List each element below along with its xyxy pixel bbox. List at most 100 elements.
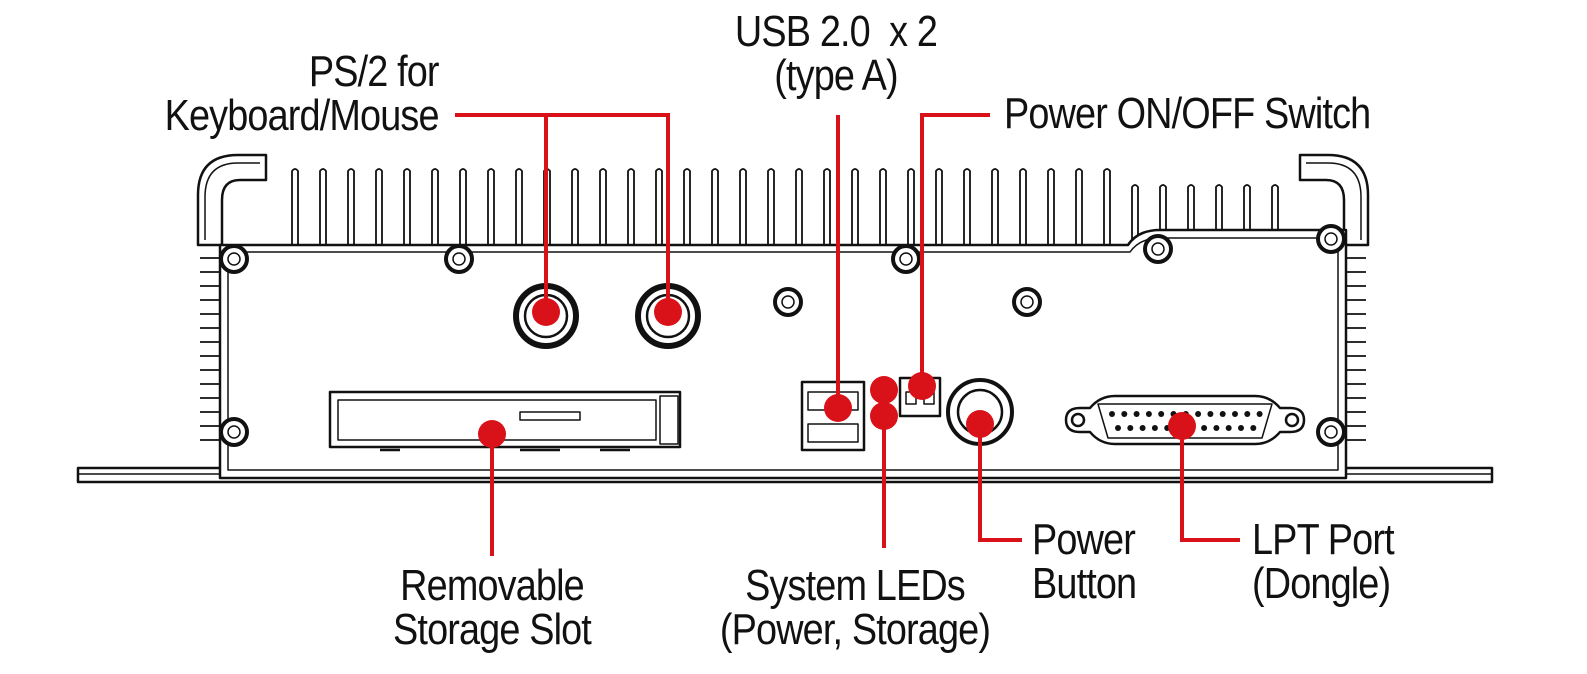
callout-lines: [455, 113, 1240, 556]
fin: [627, 168, 635, 245]
fin: [739, 168, 747, 245]
lpt-pin: [1244, 411, 1251, 417]
label-power-button-line1: Power: [1032, 515, 1136, 564]
screw-center: [899, 252, 913, 266]
screw: [773, 287, 803, 317]
label-usb-line1: USB 2.0 x 2: [734, 7, 938, 56]
fin: [571, 168, 579, 245]
fin: [683, 168, 691, 245]
fin: [1075, 168, 1083, 245]
lpt-pin: [1195, 411, 1202, 417]
screw-center: [1151, 242, 1165, 256]
lpt-pin: [1158, 411, 1165, 417]
label-leds-line1: System LEDs: [745, 561, 966, 610]
dot-ps2-2: [654, 298, 682, 326]
fin: [963, 168, 971, 245]
dot-led-2: [870, 402, 898, 430]
fin: [1103, 168, 1111, 245]
screw: [219, 244, 249, 274]
screw-center: [227, 252, 241, 266]
label-power-button-line2: Button: [1032, 559, 1137, 608]
lpt-pin: [1256, 411, 1263, 417]
dot-power-button: [966, 410, 994, 438]
label-storage-line1: Removable: [400, 561, 585, 610]
label-leds-line2: (Power, Storage): [719, 605, 991, 654]
lpt-pin: [1139, 425, 1146, 431]
lpt-pin: [1201, 425, 1208, 431]
storage-slot: [328, 390, 682, 452]
dot-led-1: [870, 376, 898, 404]
lpt-pin: [1151, 425, 1158, 431]
heatsink-fins: [291, 168, 1279, 245]
screw: [444, 244, 474, 274]
screw-center: [781, 295, 795, 309]
fin: [319, 168, 327, 245]
dot-ps2-1: [532, 298, 560, 326]
label-leds: System LEDs (Power, Storage): [713, 564, 997, 652]
callout-line-power-button: [978, 424, 1022, 542]
label-power-switch-line1: Power ON/OFF Switch: [1004, 89, 1371, 138]
fin: [1131, 184, 1139, 245]
fin: [1047, 168, 1055, 245]
screw-center: [452, 252, 466, 266]
lpt-pin: [1127, 425, 1134, 431]
lpt-pin: [1145, 411, 1152, 417]
lpt-pin: [1238, 425, 1244, 431]
screw-center: [1324, 232, 1338, 246]
label-power-switch: Power ON/OFF Switch: [1004, 89, 1371, 138]
fin: [487, 168, 495, 245]
fin: [599, 168, 607, 245]
fin: [767, 168, 775, 245]
dot-storage: [478, 420, 506, 448]
fin: [291, 168, 299, 245]
label-ps2: PS/2 for Keyboard/Mouse: [164, 47, 440, 140]
fin: [795, 168, 803, 245]
fin: [851, 168, 859, 245]
lpt-pin: [1232, 411, 1238, 417]
callout-dots: [478, 298, 1196, 448]
label-storage: Removable Storage Slot: [361, 564, 622, 652]
label-usb-line2: (type A): [774, 51, 898, 100]
left-handle: [196, 153, 268, 247]
screw: [1143, 234, 1173, 264]
callout-line-ps2: [455, 113, 670, 312]
screw: [219, 417, 249, 447]
lpt-pin: [1109, 411, 1115, 417]
lpt-pin: [1121, 411, 1128, 417]
fin: [879, 168, 887, 245]
right-handle: [1298, 153, 1370, 247]
label-ps2-line2: Keyboard/Mouse: [164, 91, 440, 140]
fin: [403, 168, 411, 245]
screw: [891, 244, 921, 274]
label-lpt-line2: (Dongle): [1252, 559, 1391, 608]
lpt-pin: [1225, 425, 1232, 431]
label-lpt: LPT Port (Dongle): [1252, 515, 1395, 608]
lpt-pin: [1207, 411, 1214, 417]
label-lpt-line1: LPT Port: [1252, 515, 1395, 564]
fin: [935, 168, 943, 245]
fin: [991, 168, 999, 245]
dot-power-switch: [908, 372, 936, 400]
fin: [1019, 168, 1027, 245]
fin: [711, 168, 719, 245]
screw-center: [1020, 295, 1034, 309]
lpt-pin: [1213, 425, 1220, 431]
label-power-button: Power Button: [1032, 515, 1137, 608]
fin: [459, 168, 467, 245]
fin: [515, 168, 523, 245]
screw-center: [227, 425, 241, 439]
side-fins: [200, 257, 1366, 441]
label-storage-line2: Storage Slot: [393, 605, 592, 654]
lpt-pin: [1219, 411, 1226, 417]
screw: [1316, 417, 1346, 447]
lpt-pin: [1115, 425, 1121, 431]
lpt-pin: [1133, 411, 1140, 417]
label-usb: USB 2.0 x 2 (type A): [719, 10, 953, 98]
lpt-pin: [1250, 425, 1257, 431]
fin: [375, 168, 383, 245]
dot-usb: [824, 394, 852, 422]
label-ps2-line1: PS/2 for: [309, 47, 440, 96]
screw-center: [1324, 425, 1338, 439]
